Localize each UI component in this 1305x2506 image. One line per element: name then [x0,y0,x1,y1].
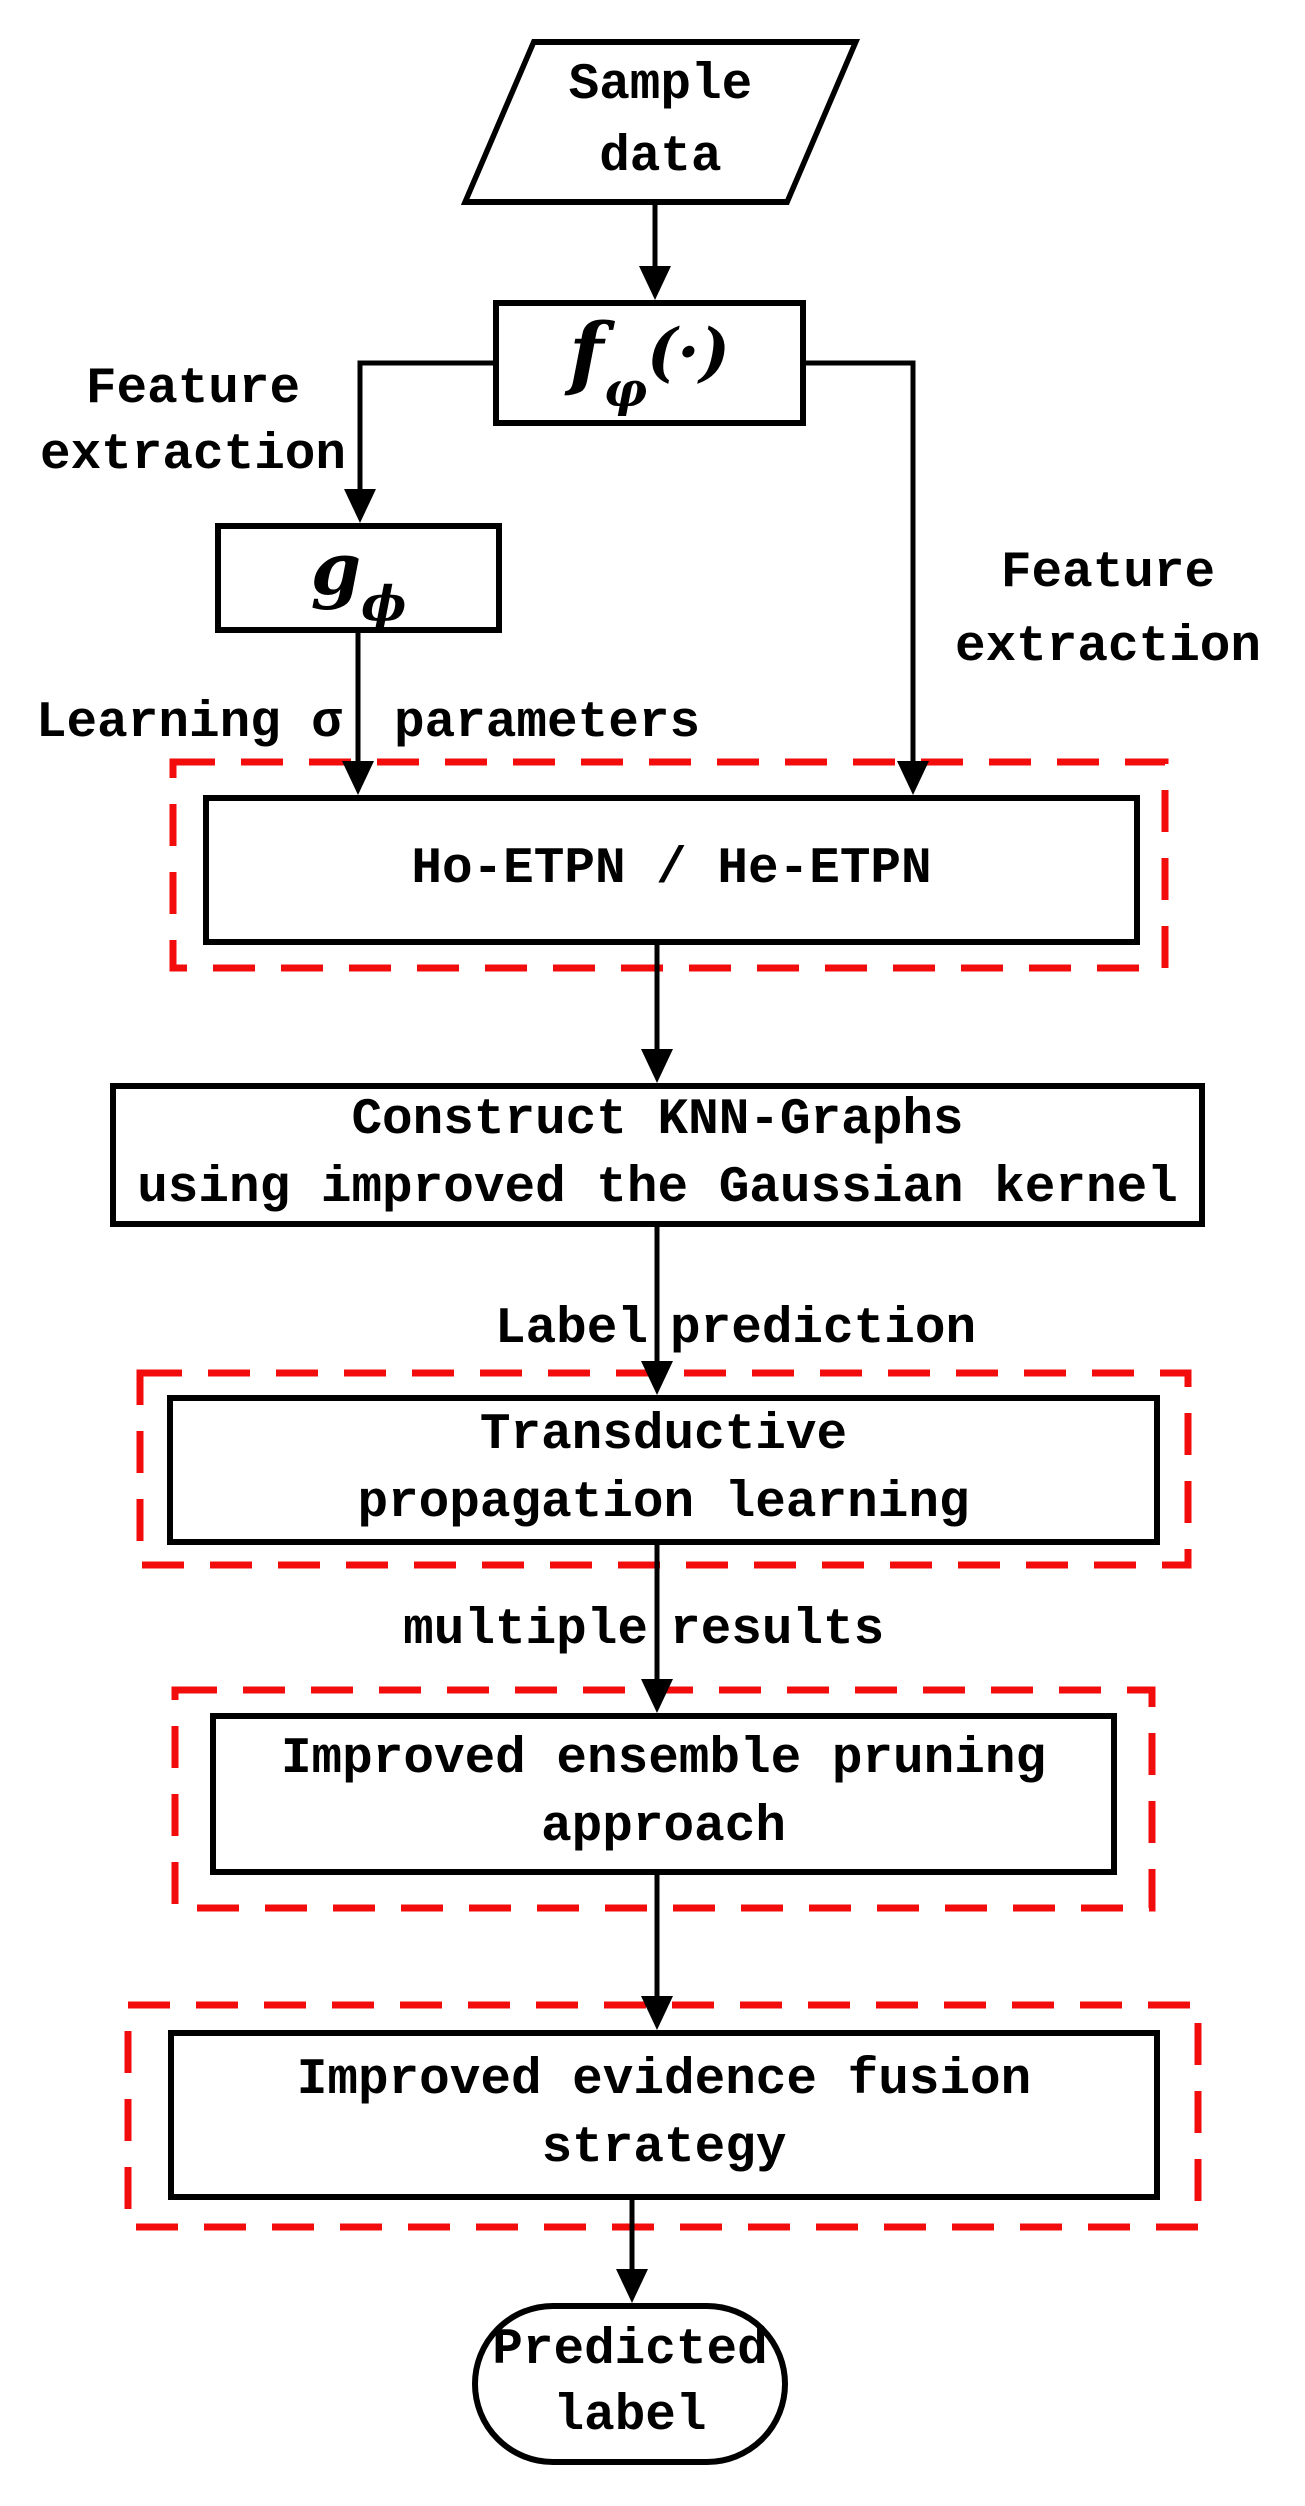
etpn-node: Ho-ETPN / He-ETPN [203,795,1140,945]
sample-data-node: Sample data [460,39,860,205]
etpn-label: Ho-ETPN / He-ETPN [411,841,932,898]
predicted-line: label [553,2388,707,2445]
pruning-node: Improved ensemble pruning approach [210,1713,1117,1875]
fusion-line: Improved evidence fusion [296,2052,1032,2109]
feature-extraction-label-left: Feature extraction [28,357,358,489]
pruning-line: Improved ensemble pruning [280,1731,1047,1788]
arrow-knn-to-transductive [641,1227,673,1395]
transductive-line: propagation learning [357,1475,970,1532]
math-subscript: φ [603,362,647,418]
multiple-results-label-right: results [670,1602,885,1659]
learning-sigma-label: Learning σ [35,695,342,752]
predicted-line: Predicted [492,2322,768,2379]
transductive-highlight-box [136,1369,1192,1569]
multiple-results-label-left: multiple [403,1602,648,1659]
embedding-net-formula: gϕ [310,525,407,628]
knn-line: Construct KNN-Graphs [351,1092,964,1149]
fusion-node: Improved evidence fusion strategy [168,2030,1160,2200]
arrow-sample-to-feature-net [639,205,671,300]
label-line: Feature [85,361,301,418]
sample-data-line: data [599,129,722,186]
fusion-line: strategy [541,2120,787,2177]
arrow-feature-net-to-embedding [344,360,495,523]
transductive-node: Transductive propagation learning [167,1395,1160,1545]
math-subscript: ϕ [361,575,407,632]
embedding-net-node: gϕ [215,523,502,633]
knn-line: using improved the Gaussian kernel [137,1160,1178,1217]
arrow-etpn-to-knn [641,945,673,1083]
arrow-pruning-to-fusion [641,1875,673,2030]
label-line: Feature [1000,545,1216,602]
arrow-embedding-to-etpn [342,633,374,795]
arrow-fusion-to-predicted [616,2200,648,2303]
arrow-feature-net-to-etpn [804,360,929,795]
parameters-label: parameters [394,695,701,752]
math-base: f [569,305,604,399]
label-line: extraction [39,427,347,484]
label-line: extraction [954,619,1262,676]
knn-node: Construct KNN-Graphs using improved the … [110,1083,1205,1227]
pruning-line: approach [541,1799,786,1856]
etpn-highlight-box [169,758,1169,972]
feature-extraction-label-right: Feature extraction [943,537,1273,685]
arrow-transductive-to-pruning [641,1545,673,1713]
feature-net-formula: fφ(·) [569,312,730,414]
math-args: (·) [647,315,730,390]
fusion-highlight-box [124,2001,1202,2231]
transductive-line: Transductive [479,1407,848,1464]
label-prediction-label-right: prediction [670,1301,977,1358]
label-prediction-label-left: Label [494,1301,648,1358]
sample-data-line: Sample [568,57,753,114]
feature-net-node: fφ(·) [493,300,806,426]
math-base: g [310,525,362,611]
predicted-label-node: Predicted label [472,2303,788,2465]
